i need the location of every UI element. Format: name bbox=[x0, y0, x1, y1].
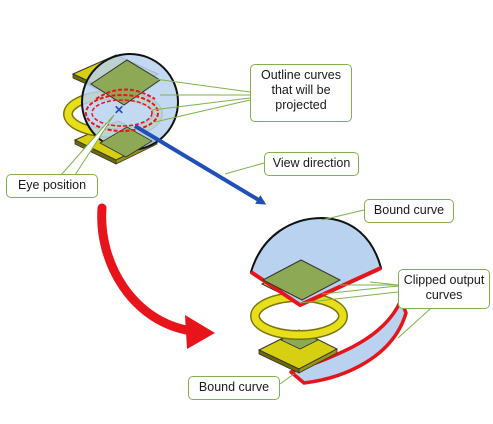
clipped-output-label: Clipped output curves bbox=[398, 269, 490, 309]
clipped-output-line-2: curves bbox=[425, 288, 463, 302]
eye-marker-icon: ✕ bbox=[114, 103, 124, 117]
eye-position-label: Eye position bbox=[6, 174, 98, 198]
result-arrow bbox=[97, 203, 215, 349]
outline-curves-line-1: Outline curves bbox=[261, 68, 341, 82]
bound-curve-bottom-label: Bound curve bbox=[188, 376, 280, 400]
outline-curves-label: Outline curves that will be projected bbox=[250, 64, 352, 122]
bottom-scene bbox=[249, 216, 408, 385]
bound-curve-top-label: Bound curve bbox=[364, 199, 454, 223]
clipped-output-line-1: Clipped output bbox=[403, 273, 485, 287]
view-direction-text: View direction bbox=[272, 156, 351, 170]
outline-curves-line-2: that will be bbox=[271, 83, 331, 97]
bound-curve-top-text: Bound curve bbox=[373, 203, 445, 217]
bound-curve-bottom-text: Bound curve bbox=[198, 380, 270, 394]
view-direction-label: View direction bbox=[264, 152, 359, 176]
outline-curves-line-3: projected bbox=[275, 98, 327, 112]
leader-lines bbox=[59, 78, 441, 385]
view-direction-arrow bbox=[133, 124, 267, 205]
eye-position-text: Eye position bbox=[17, 178, 87, 192]
